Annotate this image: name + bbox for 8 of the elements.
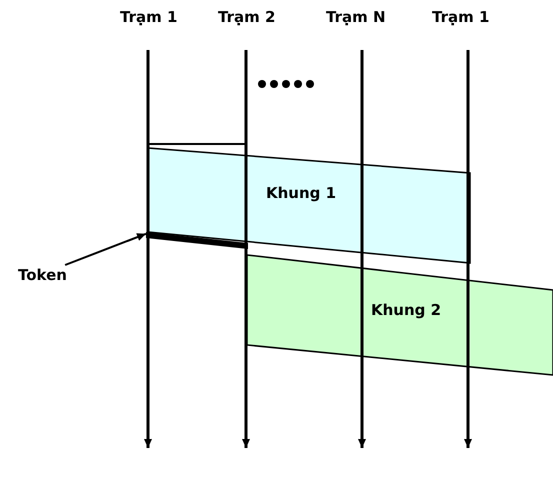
station-label: Trạm 1 bbox=[432, 8, 490, 26]
leader-line bbox=[64, 232, 146, 266]
station-label: Trạm 1 bbox=[120, 8, 178, 26]
station-label: Trạm N bbox=[326, 8, 386, 26]
station-label: Trạm 2 bbox=[218, 8, 276, 26]
token-label: Token bbox=[18, 266, 67, 284]
frame-label: Khung 2 bbox=[371, 301, 442, 319]
frame-label: Khung 1 bbox=[266, 184, 336, 202]
